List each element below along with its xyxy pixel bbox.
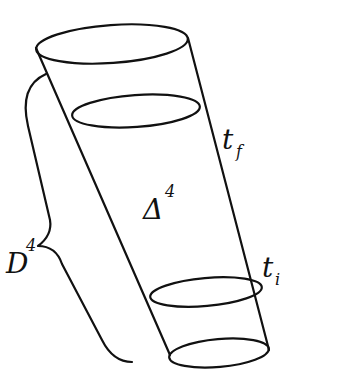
left-side-line: [36, 48, 170, 355]
subscript: f: [236, 144, 242, 160]
ti-ellipse: [149, 273, 263, 311]
top-ellipse: [35, 20, 189, 69]
time-label: t: [262, 254, 273, 282]
region-label: D: [6, 250, 28, 278]
right-side-line: [188, 38, 269, 350]
superscript: 4: [165, 184, 175, 200]
time-label: t: [222, 126, 233, 154]
subscript: i: [275, 272, 280, 288]
superscript: 4: [26, 238, 36, 254]
tf-ellipse: [71, 91, 201, 132]
bottom-ellipse: [168, 335, 270, 372]
region-label: Δ: [143, 196, 163, 224]
bracket: [26, 74, 132, 362]
